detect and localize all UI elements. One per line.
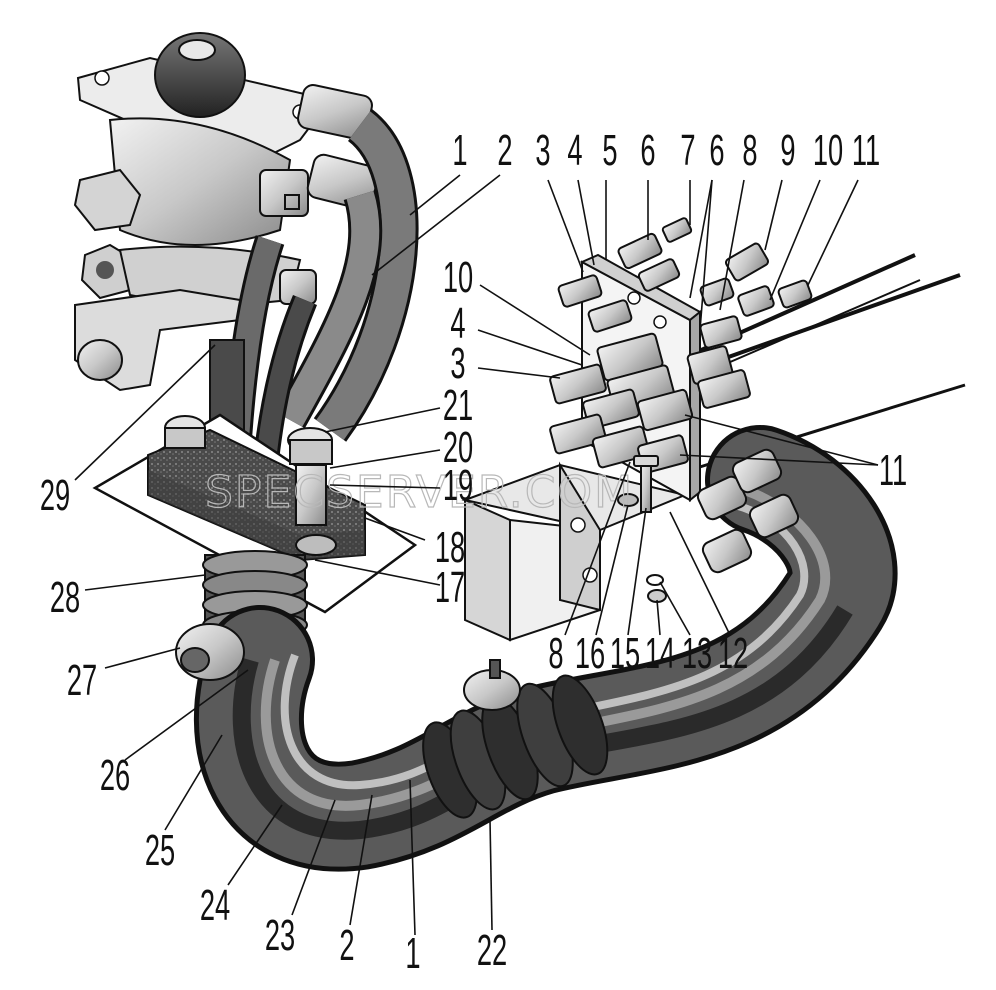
callout-21: 21 [443,380,473,429]
watermark-text: SPECSERVER.COM [205,467,634,518]
callout-8-bottom: 8 [548,628,563,677]
callout-25: 25 [145,825,175,874]
callout-24: 24 [200,880,230,929]
callout-4-left: 4 [450,298,465,347]
callout-16: 16 [575,628,605,677]
callout-10-top: 10 [813,125,843,174]
callout-14: 14 [645,628,675,677]
callout-29: 29 [40,470,70,519]
callout-20: 20 [443,422,473,471]
callout-2-bottom: 2 [339,920,354,969]
callout-23: 23 [265,910,295,959]
callout-27: 27 [67,655,97,704]
callout-13: 13 [682,628,712,677]
fittings-group [549,217,813,603]
lower-hose-bundle [193,425,898,872]
callout-6-left: 6 [640,125,655,174]
callout-8-top: 8 [742,125,757,174]
callout-12: 12 [718,628,748,677]
callout-2-top: 2 [497,125,512,174]
callout-15: 15 [610,628,640,677]
callout-11-right: 11 [879,445,907,494]
mounting-bracket [461,461,689,642]
callout-1-top: 1 [452,125,467,174]
callout-1-bottom: 1 [405,928,420,977]
callout-5: 5 [602,125,617,174]
leader-lines [74,174,879,936]
callout-7: 7 [680,125,695,174]
callout-11-top: 11 [852,125,880,174]
callout-labels: 1 2 3 4 5 6 7 6 8 9 10 11 10 4 3 21 20 1… [40,125,907,977]
callout-26: 26 [100,750,130,799]
callout-10-left: 10 [443,252,473,301]
callout-9: 9 [780,125,795,174]
callout-3-left: 3 [450,338,465,387]
callout-28: 28 [50,572,80,621]
grommet [175,623,245,681]
callout-18: 18 [435,522,465,571]
callout-17: 17 [435,562,465,611]
callout-6-right: 6 [709,125,724,174]
callout-19: 19 [443,460,473,509]
callout-3-top: 3 [535,125,550,174]
callout-4-top: 4 [567,125,582,174]
callout-22: 22 [477,925,507,974]
floor-plate [92,413,418,614]
